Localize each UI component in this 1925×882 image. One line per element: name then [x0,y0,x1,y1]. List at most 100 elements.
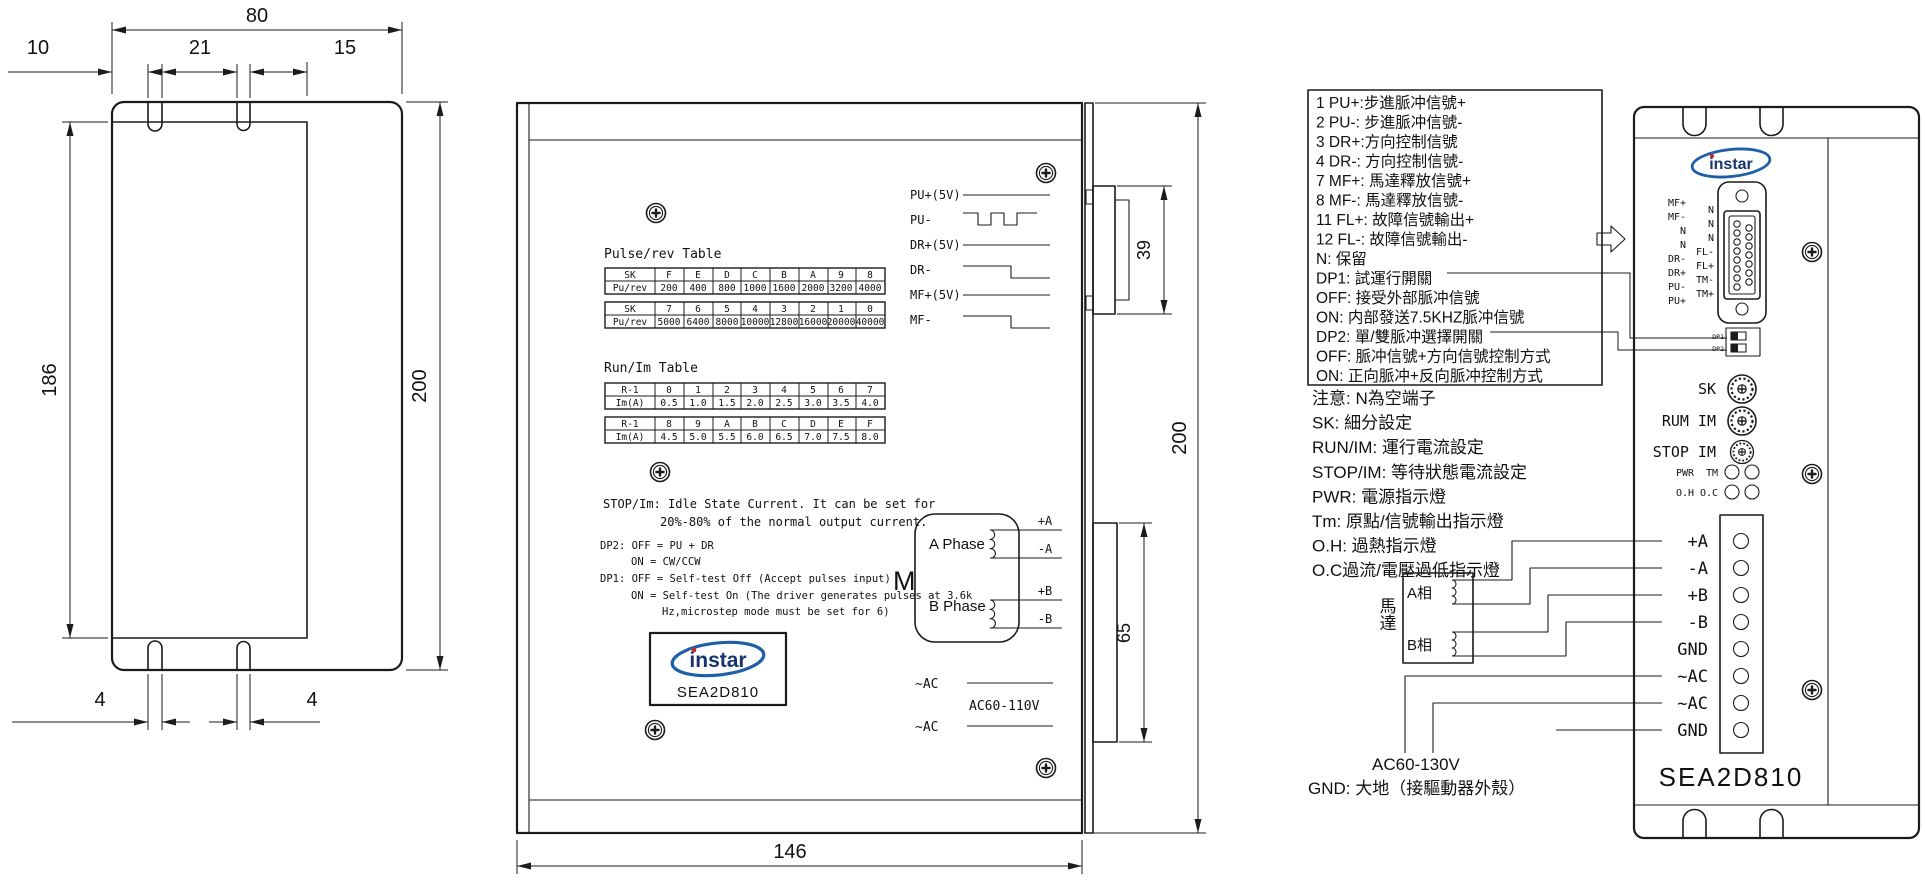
dp1-note: DP1: OFF = Self-test Off (Accept pulses … [600,573,891,585]
dp2-note-on: ON = CW/CCW [631,556,701,568]
dim-4-right: 4 [306,689,317,711]
dim-80: 80 [246,5,268,27]
instar-logo-text: instar [1709,156,1753,173]
dim-200-front: 200 [1169,421,1191,454]
ac-rating-label: AC60-130V [1372,755,1461,774]
unit-outline [1632,105,1921,840]
sk-label: SK [1698,380,1716,398]
coil-b-icon [989,599,996,629]
ac-input: ~AC ~AC AC60-110V [915,677,1053,735]
stop-im-note-line1: STOP/Im: Idle State Current. It can be s… [603,497,935,511]
dp2-note: DP2: OFF = PU + DR [600,540,714,552]
phase-b-label: B Phase [929,598,986,615]
slot-bottom-right [236,640,251,670]
oh-label: O.H [1676,488,1694,499]
motor-phase-diagram: M A Phase B Phase +A -A +B -B [893,513,1062,643]
dim-4-left: 4 [94,689,105,711]
ac2-label: ~AC [915,720,938,735]
logo-red-dot [1710,154,1714,158]
dim-21: 21 [189,37,211,59]
terminal-block-profile [1092,522,1118,743]
dim-15: 15 [334,37,356,59]
pwr-label: PWR [1676,468,1695,479]
ac1-label: ~AC [915,677,938,692]
mounting-plate-outline [110,100,404,672]
dp1-note-on: ON = Self-test On (The driver generates … [631,590,973,602]
terminal-minus-a: -A [1038,542,1053,556]
oc-led [1744,484,1760,500]
slot-bottom-left [147,640,163,670]
side-profile [1084,102,1130,834]
stop-im-note-line2: 20%-80% of the normal output current. [660,515,927,529]
tm-label: TM [1706,468,1718,479]
coil-b-icon [1451,631,1457,657]
body-profile [112,121,308,639]
dsub-pins [1733,220,1753,291]
pointer-arrow-icon [1596,225,1626,253]
coil-a-icon [1451,579,1457,605]
tm-led [1744,464,1760,480]
dim-146: 146 [773,841,806,863]
oh-led [1724,484,1740,500]
instar-logo-ellipse [670,640,766,678]
ac-range-label: AC60-110V [969,699,1040,714]
pin-legend-box [1307,89,1603,386]
run-im-label: RUM IM [1662,412,1716,430]
connector-profile [1092,185,1116,315]
motor-cjk-label: 馬達 [1377,597,1397,631]
coil-a-icon [989,529,996,559]
unit-model-label: SEA2D810 [1659,762,1804,792]
instar-logo-text: instar [689,649,746,672]
front-panel-outline [515,101,1084,835]
front-model-label: SEA2D810 [677,684,759,701]
terminal-plus-a: +A [1038,514,1053,528]
run-table-title: Run/Im Table [604,361,698,376]
stop-im-label: STOP IM [1653,443,1716,461]
terminal-plus-b: +B [1038,584,1052,598]
logo-box: instar SEA2D810 [648,631,788,707]
dp1-note-on2: Hz,microstep mode must be set for 6) [662,606,890,618]
signal-labels: PU+(5V)PU-DR+(5V)DR-MF+(5V)MF- [910,188,961,327]
wires [1404,540,1662,753]
slot-top-left [147,102,163,132]
dim-39: 39 [1134,240,1154,260]
oc-label: O.C [1700,488,1718,499]
signal-waveforms [963,194,1050,329]
logo-red-dot [691,647,697,653]
flange-notch [1759,808,1784,838]
phase-a-label: A Phase [929,536,985,553]
slot-top-right [236,102,251,132]
flange-notch [1682,808,1707,838]
terminal-strip [1719,514,1764,754]
dim-186: 186 [39,363,61,396]
motor-wiring: 馬達 A相 B相 [1377,572,1474,664]
phase-a-cjk: A相 [1407,585,1432,602]
side-view: 80 10 21 15 186 200 4 4 [8,5,448,730]
pwr-led [1724,464,1740,480]
led-indicators: PWR TM O.H O.C [1676,464,1760,500]
dim-10: 10 [27,37,49,59]
dsub-connector [1717,181,1767,324]
dim-65: 65 [1114,623,1134,643]
pulse-table-title: Pulse/rev Table [604,247,722,262]
